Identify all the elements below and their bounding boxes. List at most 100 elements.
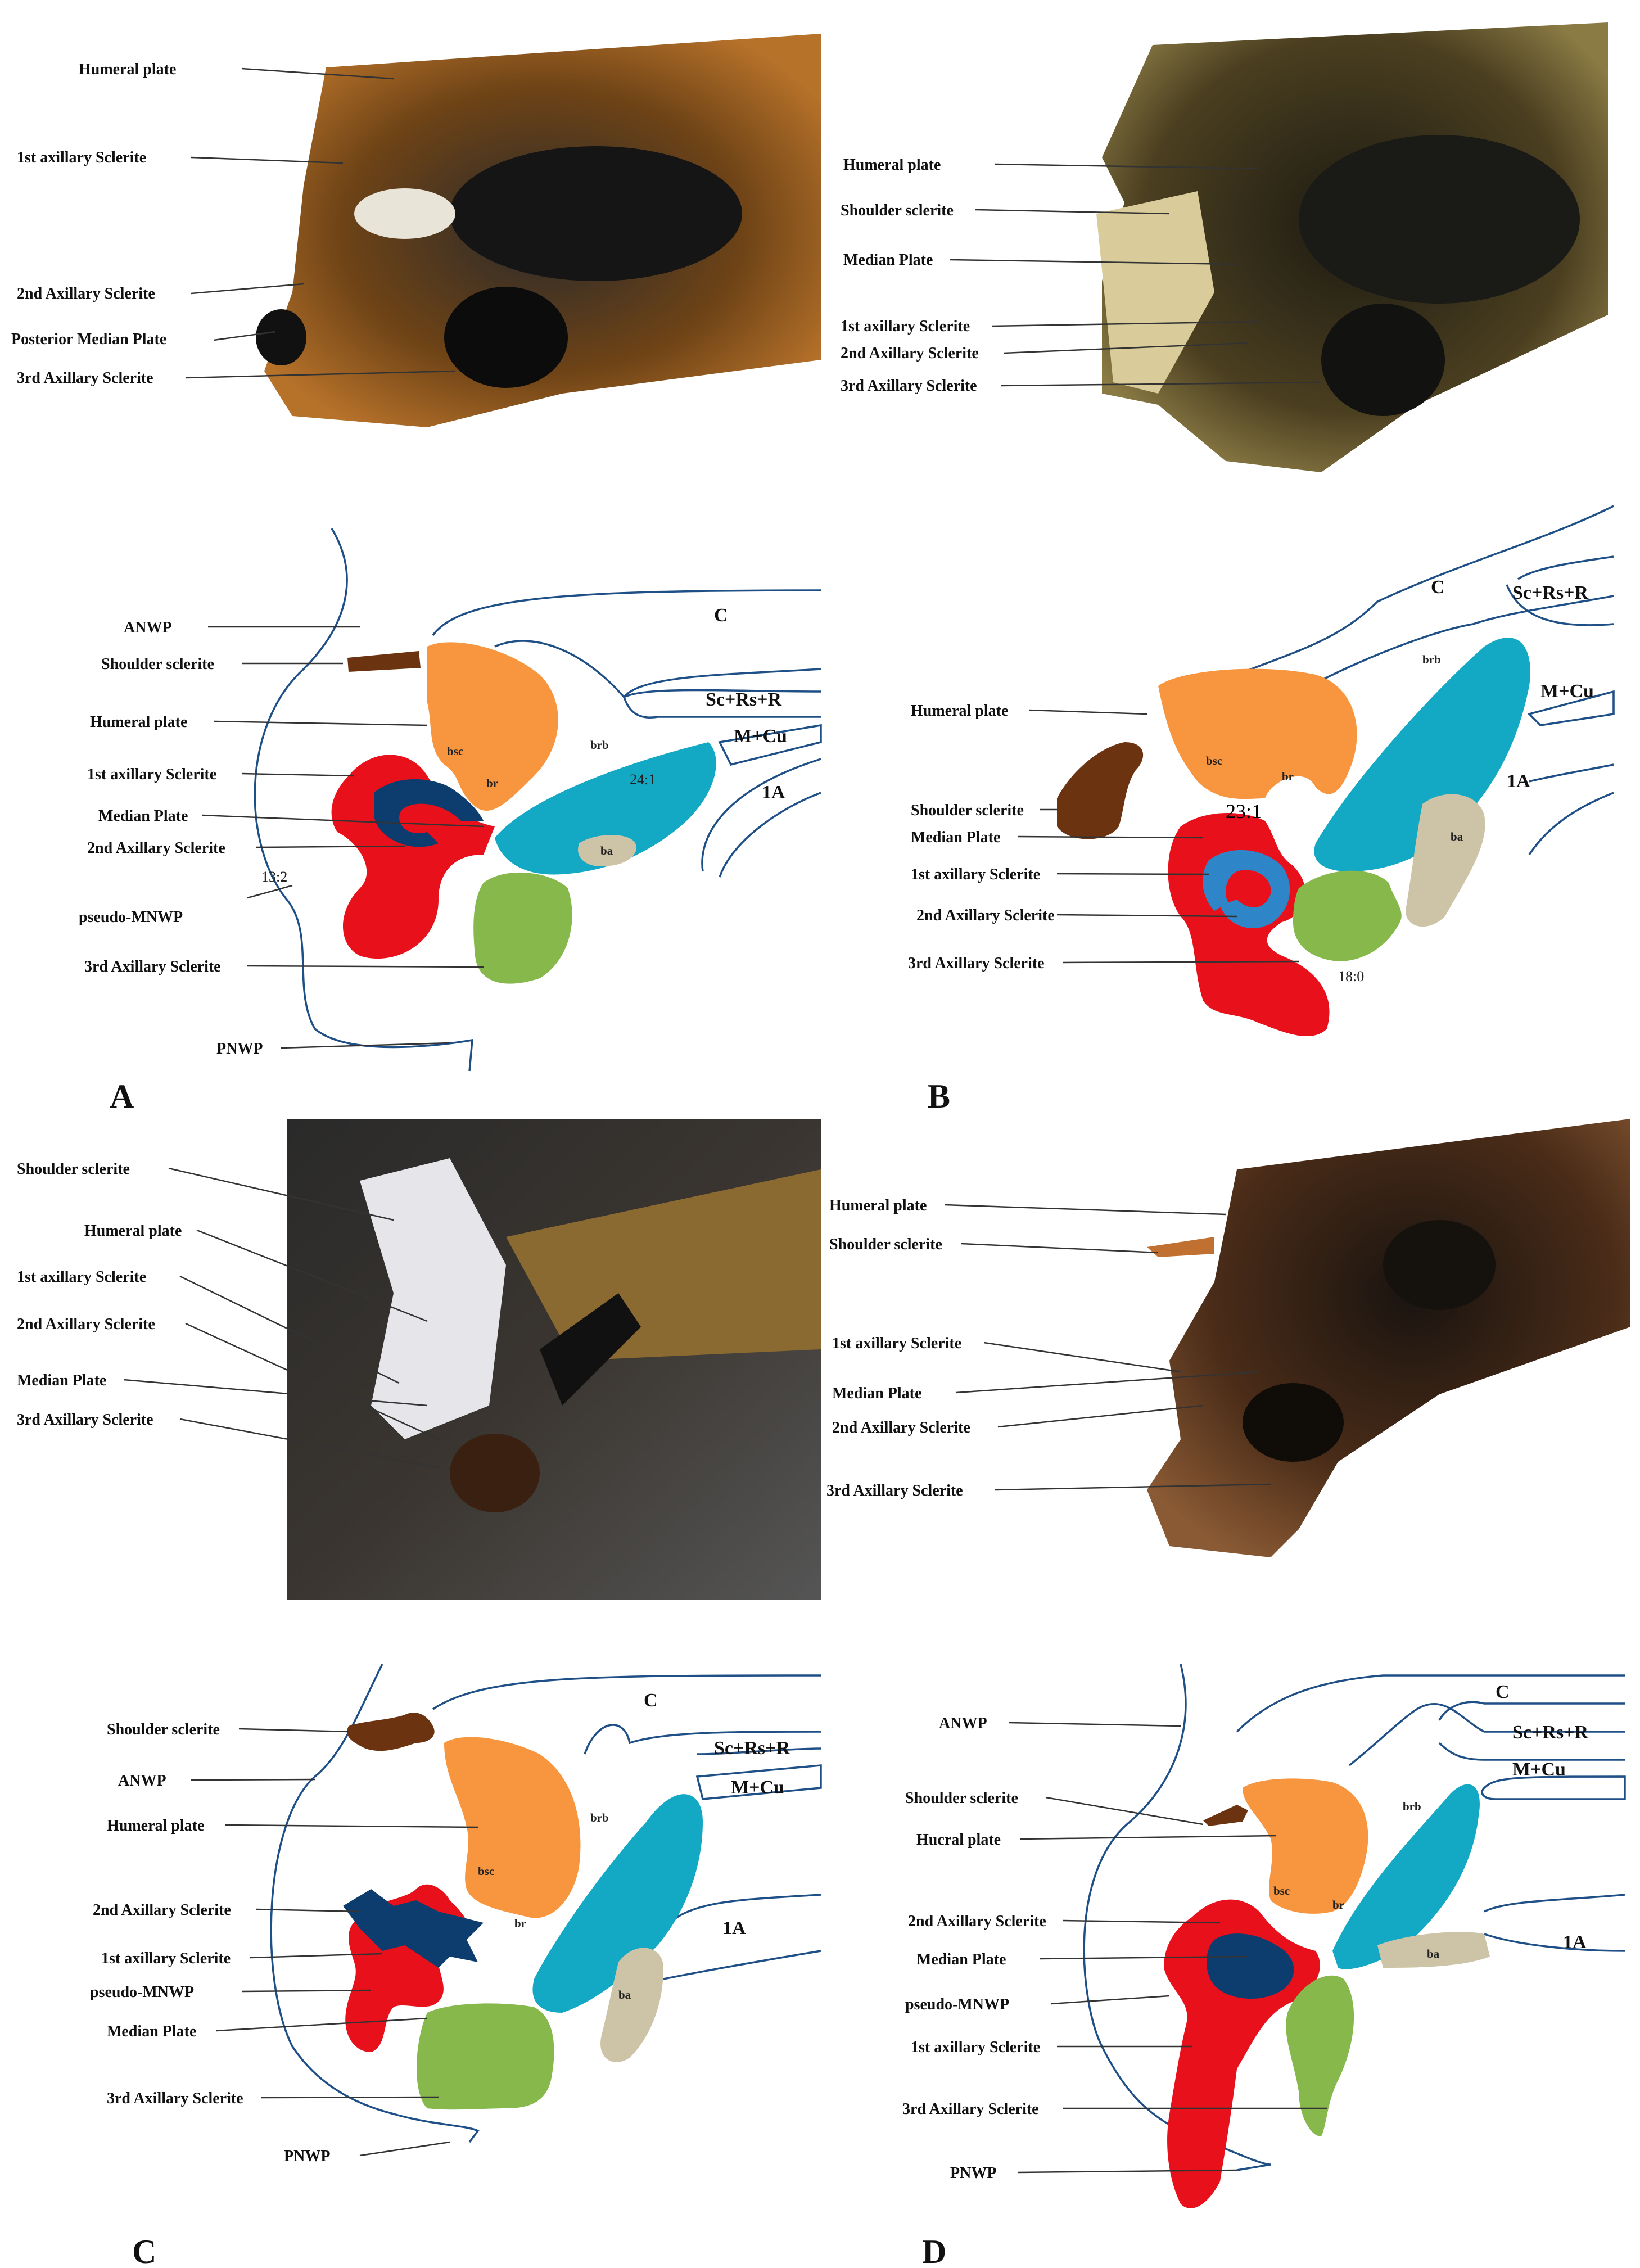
diagram-d-label-pseudo-mnwp: pseudo-MNWP — [905, 1996, 1009, 2013]
diagram-b-label-shoulder: Shoulder sclerite — [911, 802, 1024, 819]
diagram-c-vein-c: C — [644, 1690, 658, 1711]
diagram-a-first-axillary — [331, 755, 495, 959]
diagram-b-label-second-axillary: 2nd Axillary Sclerite — [916, 907, 1055, 924]
specimen-c-wing — [506, 1169, 821, 1361]
diagram-c-shoulder-sclerite — [347, 1713, 435, 1751]
panel-label-a: A — [110, 1078, 134, 1115]
diagram-a-vein-scrsr: Sc+Rs+R — [706, 689, 782, 710]
diagram-b-bsc: bsc — [1206, 754, 1222, 767]
diagram-b-1a-vein — [1528, 763, 1614, 855]
specimen-b-membrane — [1096, 191, 1214, 394]
diagram-b-shoulder-sclerite — [1057, 742, 1144, 839]
diagram-d-label-shoulder: Shoulder sclerite — [905, 1790, 1018, 1807]
diagram-d-shoulder-sclerite — [1203, 1805, 1248, 1826]
specimen-d-shoulder — [1147, 1237, 1214, 1257]
diagram-a-humeral-plate — [427, 642, 558, 811]
diagram-c-label-first-axillary: 1st axillary Sclerite — [101, 1950, 231, 1967]
diagram-a-label-pseudo-mnwp: pseudo-MNWP — [79, 909, 183, 926]
photo-a-label-first-axillary: 1st axillary Sclerite — [17, 149, 146, 166]
diagram-b-br: br — [1282, 770, 1294, 783]
specimen-a-wing-base — [450, 146, 742, 281]
diagram-b-humeral-plate — [1158, 668, 1357, 799]
diagram-b-median-plate — [1203, 850, 1290, 928]
diagram-c-vein-mcu: M+Cu — [731, 1777, 784, 1798]
diagram-a-ba: ba — [600, 844, 613, 857]
diagram-a-note-24: 24:1 — [630, 771, 656, 788]
diagram-d-label-anwp: ANWP — [939, 1715, 987, 1732]
photo-a-label-second-axillary: 2nd Axillary Sclerite — [17, 285, 155, 302]
specimen-c-membrane — [360, 1158, 506, 1439]
diagram-d-label-third-axillary: 3rd Axillary Sclerite — [902, 2100, 1039, 2118]
diagram-b-c-vein — [1236, 505, 1614, 676]
diagram-d-third-axillary — [1286, 1975, 1354, 2136]
diagram-b-second-axillary-region — [1314, 638, 1530, 871]
diagram-c-c-vein — [432, 1674, 821, 1710]
diagram-a-basalare — [578, 835, 636, 866]
specimen-a-third-axillary — [444, 287, 568, 388]
diagram-b — [1057, 505, 1615, 1036]
diagram-a-bsc: bsc — [447, 744, 463, 758]
diagram-c-label-shoulder: Shoulder sclerite — [107, 1721, 220, 1738]
diagram-c-br: br — [514, 1917, 526, 1930]
diagram-c-label-anwp: ANWP — [118, 1772, 166, 1790]
photo-a-label-third-axillary: 3rd Axillary Sclerite — [17, 369, 153, 387]
diagram-a-median-plate — [374, 779, 484, 847]
diagram-a-label-median: Median Plate — [98, 807, 188, 825]
photo-a — [256, 34, 821, 427]
diagram-c-anwp-outline — [270, 1664, 480, 2143]
photo-b-label-first-axillary: 1st axillary Sclerite — [841, 318, 970, 335]
diagram-a-label-humeral: Humeral plate — [90, 713, 187, 731]
diagram-c-humeral-plate — [444, 1737, 581, 1918]
diagram-d-vein-mcu: M+Cu — [1512, 1759, 1566, 1780]
photo-a-label-posterior-median: Posterior Median Plate — [11, 331, 166, 348]
specimen-b-third-axillary — [1321, 304, 1445, 416]
diagram-c-label-median: Median Plate — [107, 2023, 196, 2040]
diagram-d — [1083, 1664, 1626, 2208]
diagram-b-vein-1a: 1A — [1507, 771, 1530, 792]
diagram-d-br: br — [1332, 1898, 1344, 1912]
diagram-a-label-third-axillary: 3rd Axillary Sclerite — [84, 958, 221, 975]
diagram-d-humeral-plate — [1243, 1778, 1368, 1914]
diagram-a-label-second-axillary: 2nd Axillary Sclerite — [87, 839, 225, 857]
diagram-c-third-axillary — [417, 2003, 554, 2110]
photo-c-label-shoulder: Shoulder sclerite — [17, 1160, 130, 1178]
diagram-c-second-axillary-region — [532, 1794, 703, 2013]
photo-b-label-median: Median Plate — [843, 251, 933, 269]
photo-c-label-median: Median Plate — [17, 1372, 106, 1389]
diagram-c-bsc: bsc — [478, 1864, 494, 1878]
diagram-a-1a-vein — [701, 758, 821, 878]
diagram-d-label-pnwp: PNWP — [950, 2165, 996, 2182]
diagram-d-vein-c: C — [1496, 1682, 1510, 1702]
diagram-d-c-vein-inner — [1348, 1702, 1625, 1766]
diagram-d-sc-vein — [1438, 1701, 1625, 1761]
diagram-c-vein-scrsr: Sc+Rs+R — [714, 1738, 790, 1759]
diagram-b-c-vein-inner — [1321, 595, 1614, 681]
diagram-b-label-third-axillary: 3rd Axillary Sclerite — [908, 955, 1045, 972]
diagram-d-vein-1a: 1A — [1563, 1932, 1587, 1953]
photo-c-label-second-axillary: 2nd Axillary Sclerite — [17, 1316, 155, 1333]
diagram-c-ba: ba — [618, 1988, 631, 2002]
diagram-d-vein-scrsr: Sc+Rs+R — [1512, 1722, 1589, 1743]
specimen-b-wing-base — [1299, 135, 1580, 304]
specimen-a-membrane — [354, 188, 455, 239]
diagram-b-mcu-vein — [1527, 690, 1615, 726]
diagram-b-vein-scrsr: Sc+Rs+R — [1512, 582, 1589, 603]
diagram-c-vein-1a: 1A — [722, 1918, 746, 1939]
specimen-a-posterior-median — [256, 309, 306, 365]
photo-d-label-first-axillary: 1st axillary Sclerite — [832, 1335, 961, 1352]
diagram-a-sc-vein — [623, 689, 821, 719]
diagram-b-brb: brb — [1422, 653, 1441, 666]
diagram-c-label-pnwp: PNWP — [284, 2148, 330, 2165]
diagram-b-vein-c: C — [1431, 577, 1445, 598]
diagram-b-label-humeral: Humeral plate — [911, 702, 1008, 720]
diagram-a-label-shoulder: Shoulder sclerite — [101, 656, 214, 673]
specimen-d-body — [1147, 1119, 1630, 1557]
diagram-c-label-pseudo-mnwp: pseudo-MNWP — [90, 1984, 194, 2001]
photo-c-label-humeral: Humeral plate — [84, 1222, 182, 1240]
diagram-d-label-hucral: Hucral plate — [916, 1831, 1001, 1849]
diagram-d-bsc: bsc — [1273, 1884, 1290, 1897]
diagram-a-third-axillary — [473, 872, 572, 984]
photo-a-label-humeral-plate: Humeral plate — [79, 61, 176, 78]
photo-b-label-third-axillary: 3rd Axillary Sclerite — [841, 377, 977, 395]
photo-d-label-median: Median Plate — [832, 1385, 921, 1402]
